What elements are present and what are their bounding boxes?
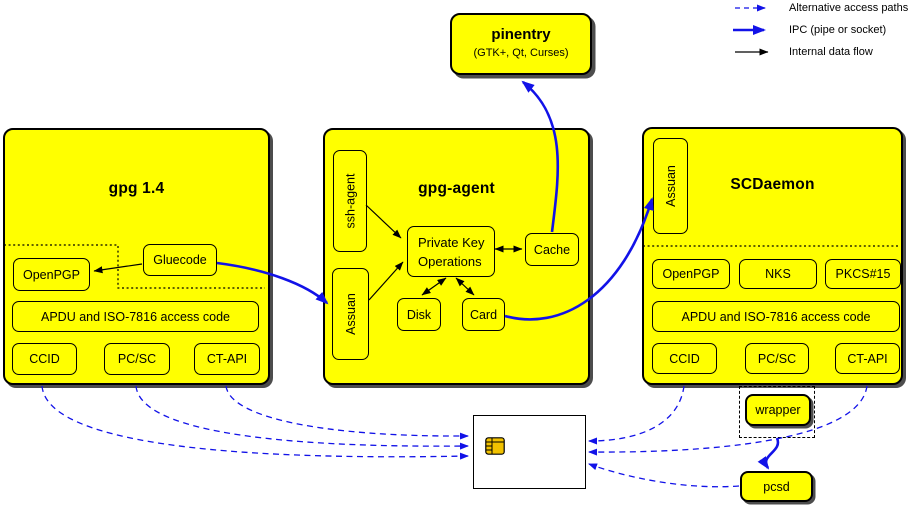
scdaemon-openpgp-label: OpenPGP	[662, 267, 720, 281]
gpg14-gluecode-box: Gluecode	[143, 244, 217, 276]
private-key-operations-line1: Private Key	[418, 234, 485, 250]
cache-label: Cache	[533, 242, 571, 257]
gpg14-openpgp-box: OpenPGP	[13, 258, 90, 291]
alt-gpg14-ctapi-to-card	[225, 385, 469, 440]
scdaemon-apdu-box: APDU and ISO-7816 access code	[652, 301, 900, 332]
gpg-agent-assuan-box: Assuan	[332, 268, 369, 360]
scdaemon-openpgp-box: OpenPGP	[652, 259, 730, 289]
smartcard	[473, 415, 586, 489]
scdaemon-assuan-label: Assuan	[663, 165, 678, 207]
gpg14-pcsc-box: PC/SC	[104, 343, 170, 375]
scdaemon-pkcs15-box: PKCS#15	[825, 259, 901, 289]
gpg-agent-title: gpg-agent	[418, 180, 495, 197]
legend-alt-access-label: Alternative access paths	[789, 2, 909, 14]
scdaemon-pcsc-label: PC/SC	[757, 351, 797, 366]
pcsd-box: pcsd	[740, 471, 813, 502]
alt-gpg14-pcsc-to-card	[135, 385, 469, 450]
gpg14-openpgp-label: OpenPGP	[23, 267, 80, 282]
pinentry-box: pinentry (GTK+, Qt, Curses)	[450, 13, 592, 75]
private-key-operations-line2: Operations	[418, 253, 482, 269]
pinentry-title: pinentry	[491, 26, 551, 43]
pcsd-label: pcsd	[763, 479, 790, 494]
gpg14-ctapi-box: CT-API	[194, 343, 260, 375]
gpg14-ccid-box: CCID	[12, 343, 77, 375]
scdaemon-assuan-box: Assuan	[653, 138, 688, 234]
smartcard-chip-icon	[485, 437, 505, 455]
gpg14-gluecode-label: Gluecode	[153, 253, 207, 267]
legend-ipc-label: IPC (pipe or socket)	[789, 24, 887, 36]
cache-box: Cache	[525, 233, 579, 266]
gpg14-ctapi-label: CT-API	[206, 352, 248, 366]
gpg14-title: gpg 1.4	[108, 180, 165, 197]
gpg14-ccid-label: CCID	[29, 352, 60, 366]
card-label: Card	[469, 307, 498, 322]
alt-scdaemon-ccid-to-card	[588, 385, 685, 445]
gpg14-apdu-box: APDU and ISO-7816 access code	[12, 301, 259, 332]
scdaemon-pkcs15-label: PKCS#15	[835, 267, 891, 281]
wrapper-box: wrapper	[745, 394, 811, 426]
disk-box: Disk	[397, 298, 441, 331]
private-key-operations-box: Private Key Operations	[407, 226, 495, 277]
wrapper-label: wrapper	[755, 403, 801, 417]
alt-pcsd-to-card	[588, 463, 740, 488]
disk-label: Disk	[406, 307, 432, 322]
alt-scdaemon-ctapi-to-card	[588, 385, 868, 456]
scdaemon-nks-label: NKS	[765, 267, 791, 281]
card-box: Card	[462, 298, 505, 331]
scdaemon-nks-box: NKS	[739, 259, 817, 289]
scdaemon-ctapi-label: CT-API	[847, 351, 888, 366]
gpg-agent-assuan-label: Assuan	[343, 293, 358, 335]
pinentry-subtitle: (GTK+, Qt, Curses)	[473, 47, 569, 59]
ipc-wrapper-to-pcsd	[757, 437, 780, 470]
gpg14-apdu-label: APDU and ISO-7816 access code	[41, 309, 230, 324]
scdaemon-apdu-label: APDU and ISO-7816 access code	[681, 309, 871, 324]
scdaemon-ccid-label: CCID	[669, 351, 700, 366]
gpg-agent-ssh-agent-box: ssh-agent	[333, 150, 367, 252]
scdaemon-ccid-box: CCID	[652, 343, 717, 374]
scdaemon-ctapi-box: CT-API	[835, 343, 900, 374]
scdaemon-pcsc-box: PC/SC	[745, 343, 809, 374]
gpg14-pcsc-label: PC/SC	[117, 352, 157, 366]
gpg-agent-ssh-agent-label: ssh-agent	[343, 173, 357, 229]
scdaemon-title: SCDaemon	[730, 176, 815, 193]
alt-gpg14-ccid-to-card	[41, 385, 469, 460]
legend-internal-label: Internal data flow	[789, 46, 873, 58]
